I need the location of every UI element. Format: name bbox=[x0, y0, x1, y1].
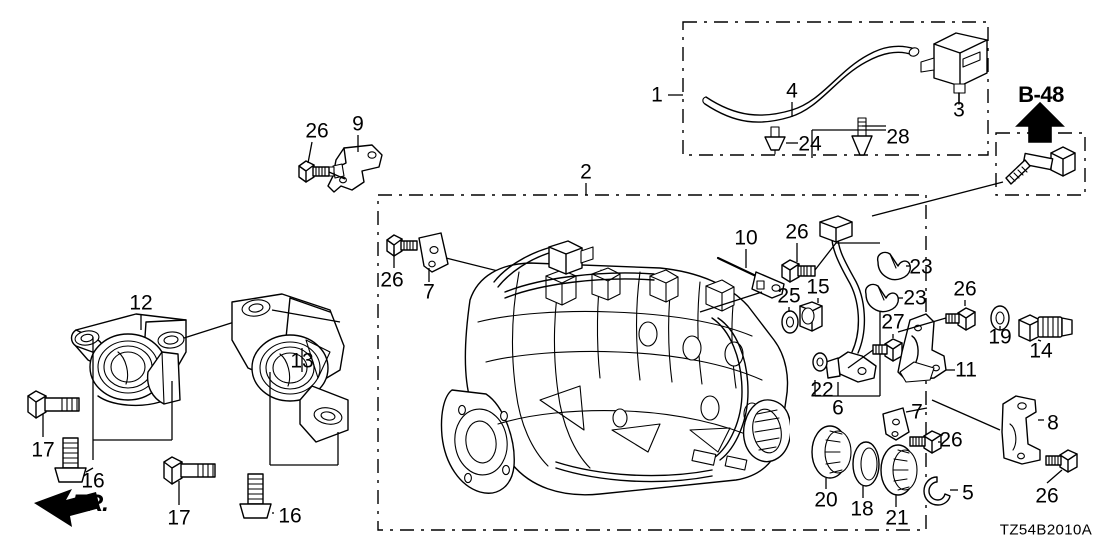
callout-28-clip-pin: 28 bbox=[886, 125, 910, 149]
callout-10-clamp-rod: 10 bbox=[734, 226, 758, 250]
callout-17-flange-bolt-right: 17 bbox=[167, 506, 191, 530]
callout-9-bracket: 9 bbox=[352, 112, 364, 136]
part-11-cover bbox=[897, 313, 947, 383]
part-6-sensor bbox=[819, 215, 877, 383]
callout-26-bolt-b: 26 bbox=[380, 268, 404, 292]
callout-1-kit: 1 bbox=[651, 83, 663, 107]
group-box-main bbox=[377, 194, 927, 531]
part-26-bolt-cluster bbox=[781, 259, 816, 283]
callout-16-bolt-left: 16 bbox=[81, 469, 105, 493]
part-7-bracket-lower bbox=[882, 407, 910, 441]
callout-13-mount-right: 13 bbox=[290, 349, 314, 373]
callout-24-clip: 24 bbox=[798, 132, 822, 156]
callout-26-bolt-e: 26 bbox=[939, 428, 963, 452]
group-box-kit bbox=[682, 21, 989, 156]
part-10-clamp-rod bbox=[716, 256, 785, 299]
part-22-o-ring bbox=[812, 352, 828, 372]
part-b48-long-bolt bbox=[1005, 146, 1076, 185]
callout-26-bolt-c: 26 bbox=[785, 220, 809, 244]
callout-5-snap-ring: 5 bbox=[962, 481, 974, 505]
reference-callout-b48: B-48 bbox=[1018, 82, 1064, 107]
part-12-mount-left bbox=[70, 313, 187, 407]
callout-3-control-unit: 3 bbox=[953, 98, 965, 122]
part-26-bolt-bracket7-lower bbox=[909, 430, 942, 454]
part-16-bolt-left bbox=[54, 437, 87, 483]
callout-14-plug: 14 bbox=[1029, 339, 1053, 363]
b48-arrow-icon bbox=[1015, 101, 1065, 143]
part-27-bolt bbox=[872, 338, 903, 362]
callout-19-washer: 19 bbox=[988, 325, 1012, 349]
callout-26-bolt-d: 26 bbox=[953, 277, 977, 301]
part-14-plug bbox=[1018, 314, 1073, 342]
part-3-control-unit bbox=[920, 32, 988, 105]
part-connector bbox=[548, 240, 594, 275]
callout-18-oil-seal: 18 bbox=[850, 497, 874, 521]
callout-7-bracket-lower: 7 bbox=[911, 400, 923, 424]
part-25-washer bbox=[781, 310, 799, 334]
callout-22-o-ring: 22 bbox=[810, 378, 834, 402]
callout-23-clip-upper: 23 bbox=[909, 255, 933, 279]
part-15-filler-plug bbox=[799, 301, 823, 332]
callout-6-sensor-set: 6 bbox=[832, 396, 844, 420]
callout-26-bolt-f: 26 bbox=[1035, 484, 1059, 508]
callout-17-flange-bolt-left: 17 bbox=[31, 438, 55, 462]
part-7-bracket-upper bbox=[418, 232, 449, 273]
callout-16-bolt-right: 16 bbox=[278, 504, 302, 528]
part-5-snap-ring bbox=[923, 476, 951, 506]
part-23-clip-lower bbox=[864, 283, 899, 313]
part-17-flange-bolt-left bbox=[27, 390, 80, 419]
part-2-differential-assembly bbox=[440, 240, 790, 496]
callout-7-bracket-upper: 7 bbox=[423, 280, 435, 304]
callout-12-mount-left: 12 bbox=[129, 291, 153, 315]
part-17-flange-bolt-right bbox=[163, 456, 216, 485]
part-20-bearing bbox=[811, 425, 852, 479]
part-26-bolt-d bbox=[945, 307, 976, 331]
callout-27-bolt-flange: 27 bbox=[881, 310, 905, 334]
part-28-clip-pin bbox=[851, 117, 873, 156]
part-16-bolt-right bbox=[239, 473, 272, 519]
part-9-bracket bbox=[325, 144, 383, 193]
callout-15-filler-plug: 15 bbox=[806, 275, 830, 299]
group-box-bolt-b48 bbox=[995, 132, 1086, 196]
callout-11-cover: 11 bbox=[955, 358, 977, 382]
part-26-bolt-bracket7 bbox=[386, 234, 418, 257]
part-21-bearing-outer bbox=[880, 444, 918, 496]
part-18-oil-seal bbox=[852, 441, 880, 487]
callout-20-bearing: 20 bbox=[814, 488, 838, 512]
diagram-code: TZ54B2010A bbox=[999, 521, 1093, 539]
callout-25-washer: 25 bbox=[777, 284, 801, 308]
part-8-stay bbox=[1001, 395, 1041, 465]
callout-23-clip-lower: 23 bbox=[903, 286, 927, 310]
part-26-bolt-upper-left bbox=[298, 160, 330, 183]
part-23-clip-upper bbox=[876, 251, 911, 281]
fr-direction-arrow-icon bbox=[34, 489, 100, 527]
callout-26-bolt-a: 26 bbox=[305, 119, 329, 143]
callout-2-differential-assembly: 2 bbox=[580, 160, 592, 184]
part-24-clip bbox=[764, 126, 786, 155]
part-26-bolt-f bbox=[1045, 449, 1078, 473]
callout-4-breather-tube: 4 bbox=[786, 79, 798, 103]
callout-8-stay: 8 bbox=[1047, 411, 1059, 435]
fr-direction-label: FR. bbox=[72, 490, 109, 517]
part-4-breather-tube bbox=[702, 45, 920, 123]
callout-21-bearing-outer: 21 bbox=[885, 506, 909, 530]
